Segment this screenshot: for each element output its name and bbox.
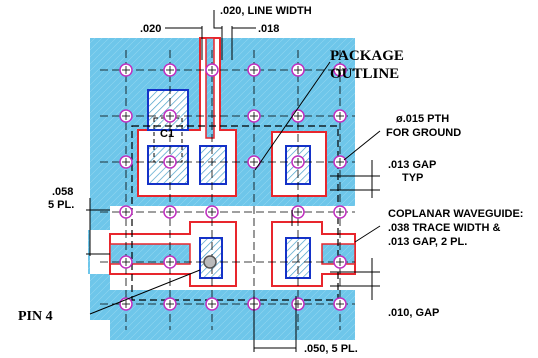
dim-058-label-1: .058	[52, 186, 73, 198]
pin4-label: PIN 4	[18, 309, 53, 324]
pin4-marker-icon	[203, 255, 217, 269]
gap-label-2: TYP	[402, 172, 423, 184]
line-width-label: .020, LINE WIDTH	[220, 5, 312, 17]
dim-050-label: .050, 5 PL.	[304, 343, 358, 355]
package-outline-label-2: OUTLINE	[330, 66, 399, 82]
via-array	[119, 63, 347, 311]
pth-label-1: ø.015 PTH	[396, 113, 449, 125]
pth-label-2: FOR GROUND	[386, 127, 461, 139]
dimension-lines	[86, 10, 381, 352]
dim-058-label-2: 5 PL.	[48, 199, 74, 211]
via-grid-lines	[100, 50, 355, 330]
cpw-label-3: .013 GAP, 2 PL.	[388, 236, 467, 248]
gap-010-label: .010, GAP	[388, 307, 439, 319]
cpw-label-1: COPLANAR WAVEGUIDE:	[388, 208, 523, 220]
cpw-label-2: .038 TRACE WIDTH &	[388, 222, 501, 234]
c1-label: C1	[160, 128, 174, 140]
dim-020-label: .020	[140, 23, 161, 35]
dim-018-label: .018	[258, 23, 279, 35]
gap-label-1: .013 GAP	[388, 159, 436, 171]
package-outline-label-1: PACKAGE	[330, 48, 404, 64]
